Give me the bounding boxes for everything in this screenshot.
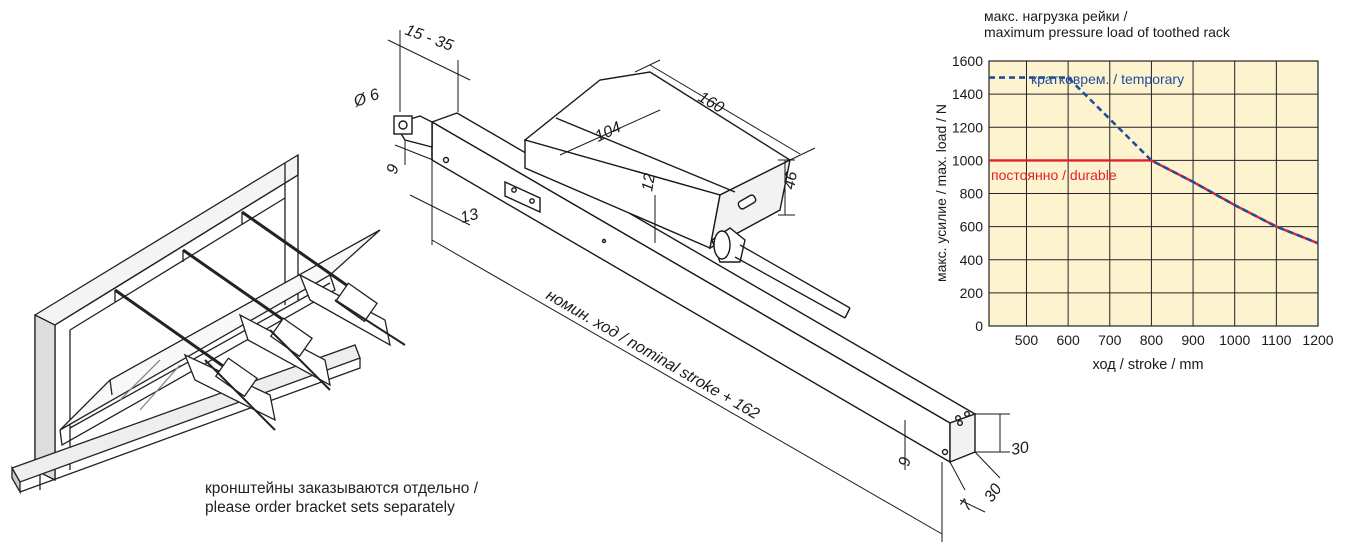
dim-9-top: 9 [384,162,403,176]
series-line-temporary [989,76,1319,245]
y-tick-label: 400 [960,252,984,268]
dim-13: 13 [459,206,481,227]
series-label-durable: постоянно / durable [991,167,1117,183]
window-illustration [11,153,406,495]
x-tick-label: 1000 [1219,332,1250,348]
y-tick-label: 800 [960,186,984,202]
x-tick-label: 900 [1181,332,1205,348]
y-tick-label: 1000 [952,152,983,168]
series-label-temporary: кратковрем. / temporary [1031,71,1184,87]
y-tick-label: 0 [975,318,983,334]
y-tick-label: 1200 [952,119,983,135]
bracket-note-ru: кронштейны заказываются отдельно / [205,480,479,497]
x-tick-label: 600 [1056,332,1080,348]
dim-15-35: 15 - 35 [403,22,456,55]
bracket-note-en: please order bracket sets separately [205,499,455,516]
x-tick-label: 1100 [1261,332,1291,348]
x-tick-label: 500 [1015,332,1039,348]
dim-7: 7 [957,496,977,514]
chart-x-axis-label: ход / stroke / mm [1092,357,1203,373]
dim-12: 12 [639,172,659,193]
bracket-note: кронштейны заказываются отдельно / pleas… [205,479,478,517]
chart-title: макс. нагрузка рейки / [984,8,1127,24]
x-tick-label: 700 [1098,332,1122,348]
chart-plot-area: 500 600 700 800 900 1000 1100 1200 0 200 400 600 800… [952,53,1334,348]
dim-diameter: Ø 6 [351,86,382,111]
x-tick-label: 800 [1140,332,1164,348]
dim-30-height: 30 [1010,439,1031,459]
chart-subtitle: maximum pressure load of toothed rack [984,24,1231,40]
actuator-drawing [387,30,1010,542]
chart-frame [988,60,1319,327]
dim-46: 46 [781,170,801,191]
y-tick-label: 200 [960,285,984,301]
dim-30-depth: 30 [981,481,1005,505]
dim-9-bottom: 9 [896,456,914,468]
y-tick-label: 600 [960,219,984,235]
chart-y-axis-label: макс. усилие / max. load / N [933,104,949,282]
y-tick-label: 1400 [952,86,983,102]
x-tick-label: 1200 [1302,332,1333,348]
y-tick-label: 1600 [952,53,983,69]
load-chart: макс. нагрузка рейки / maximum pressure … [933,8,1334,373]
